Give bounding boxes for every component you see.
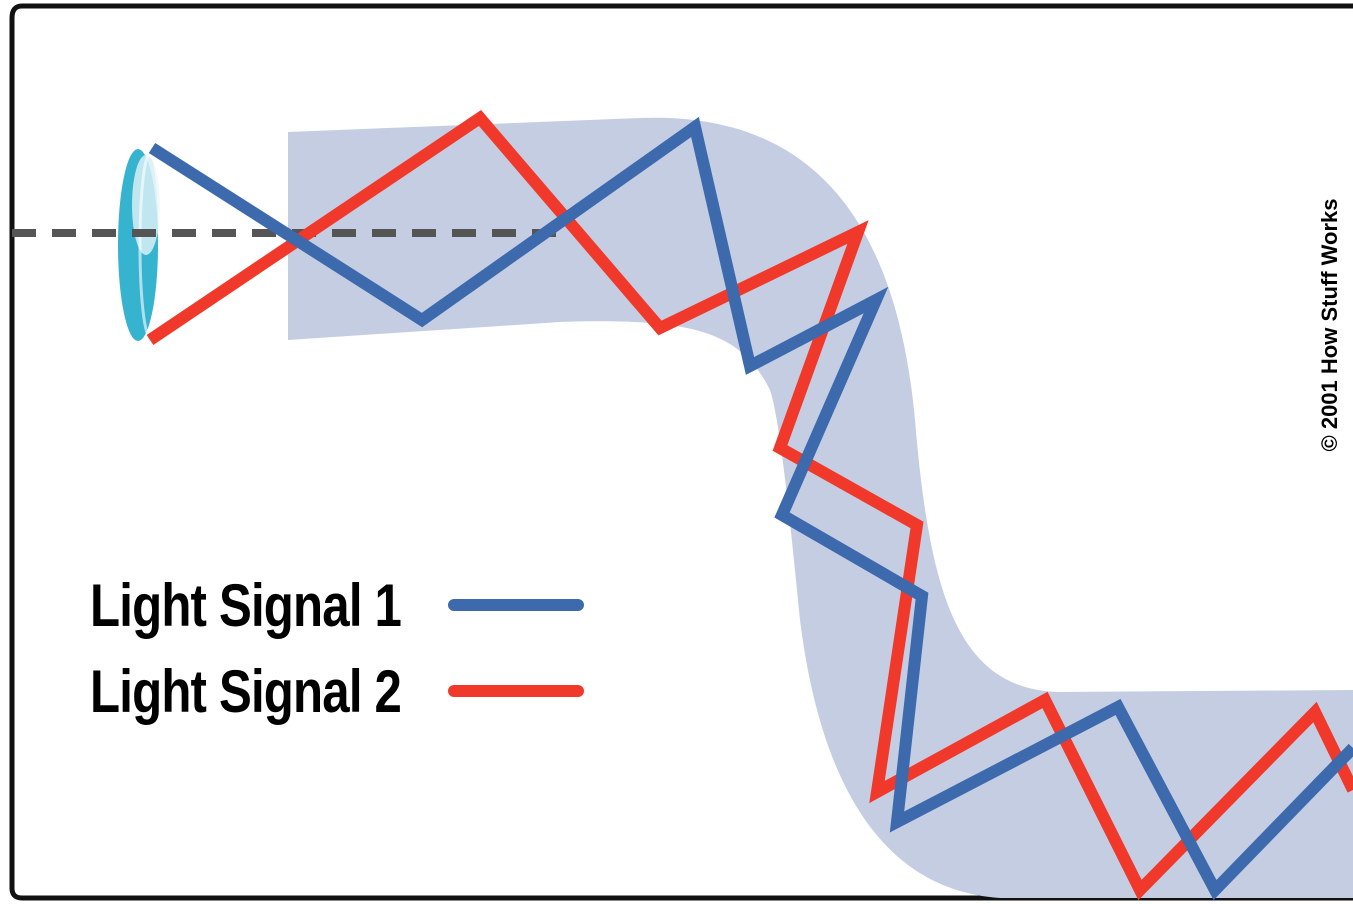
diagram-border bbox=[9, 3, 1353, 901]
light-signal-1-path bbox=[148, 116, 1353, 901]
copyright-notice: © 2001 How Stuff Works bbox=[1300, 95, 1353, 555]
legend-label: Light Signal 1 bbox=[90, 571, 402, 639]
legend-swatch-red bbox=[448, 685, 584, 697]
legend-swatch-blue bbox=[448, 599, 584, 611]
legend: Light Signal 1 Light Signal 2 bbox=[90, 562, 584, 734]
legend-item-signal-2: Light Signal 2 bbox=[90, 648, 584, 734]
legend-label: Light Signal 2 bbox=[90, 657, 402, 725]
fiber-core bbox=[288, 117, 1353, 899]
legend-item-signal-1: Light Signal 1 bbox=[90, 562, 584, 648]
light-signal-2-path bbox=[146, 110, 1353, 901]
copyright-text: © 2001 How Stuff Works bbox=[1317, 198, 1342, 452]
lens bbox=[118, 149, 162, 341]
